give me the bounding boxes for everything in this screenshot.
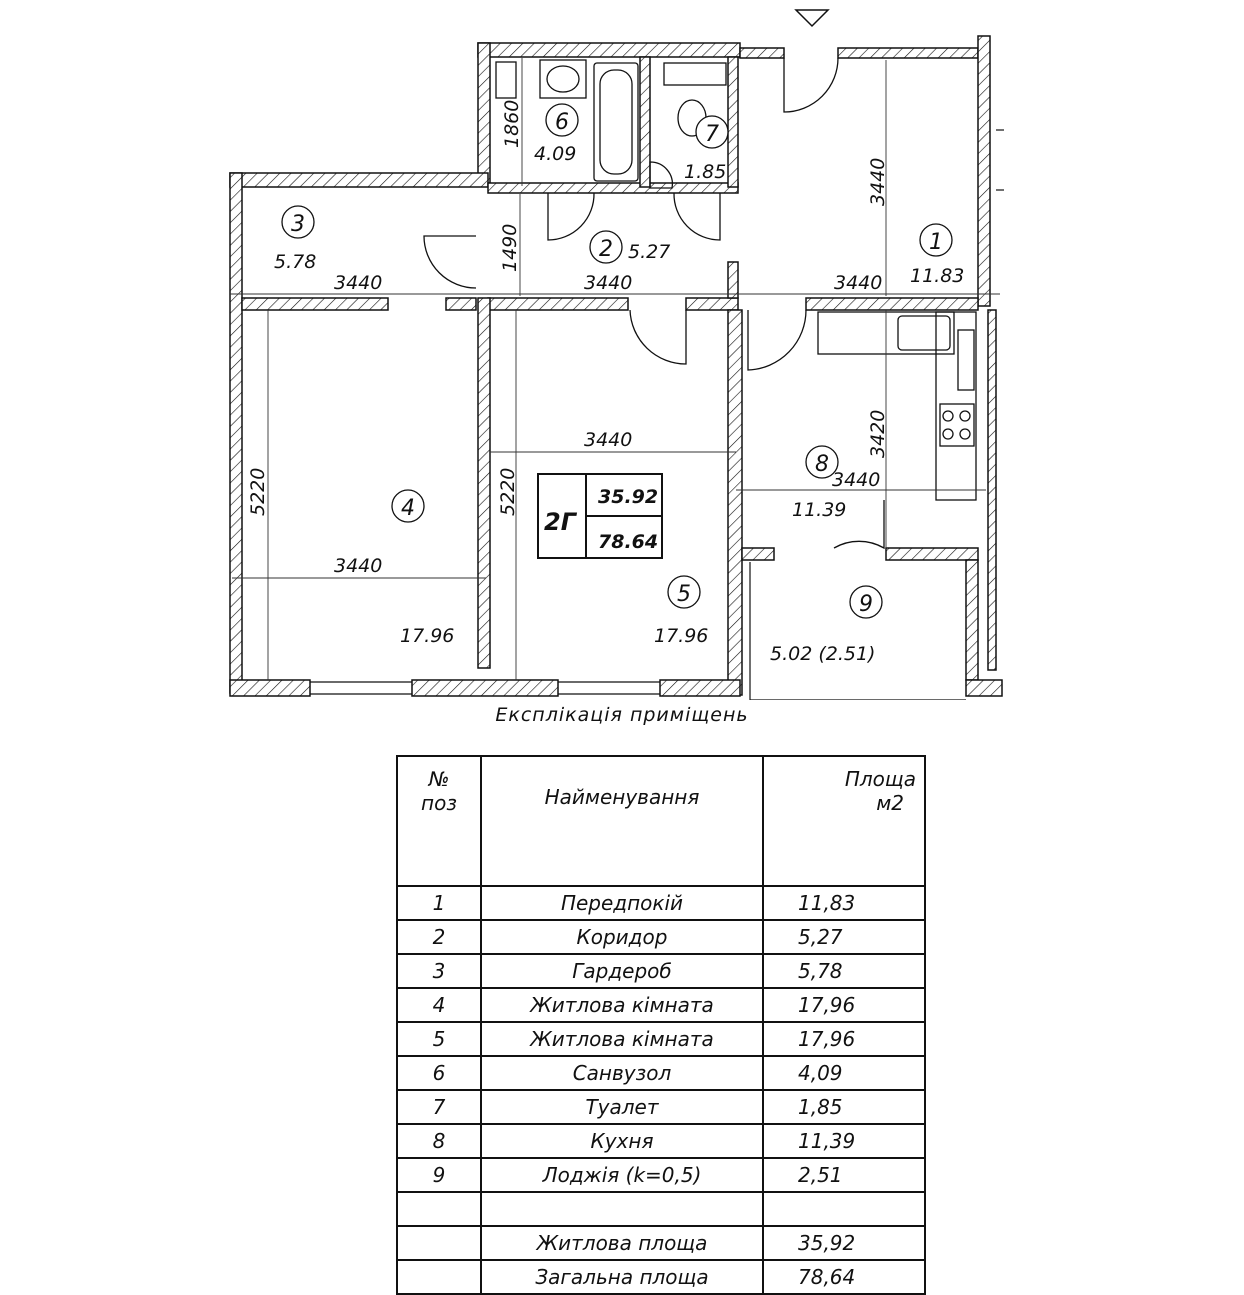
legend-pos: 3 — [396, 953, 482, 989]
floor-plan: 2Г 35.92 78.64 1 2 3 4 5 6 7 8 9 11.83 5… — [229, 9, 1004, 700]
summary-area: 78,64 — [762, 1259, 926, 1295]
stamp-living-area: 35.92 — [598, 486, 658, 508]
room-number-2: 2 — [599, 237, 613, 262]
legend-caption: Експлікація приміщень — [495, 704, 749, 726]
room-number-6: 6 — [555, 110, 569, 135]
legend-area: 17,96 — [762, 1021, 926, 1057]
legend-name: Житлова кімната — [480, 1021, 764, 1057]
legend-area: 1,85 — [762, 1089, 926, 1125]
legend-name: Санвузол — [480, 1055, 764, 1091]
header-area-line2: м2 — [876, 791, 904, 815]
stamp-type: 2Г — [544, 508, 578, 536]
entrance-arrow-icon — [794, 9, 830, 28]
legend-area: 11,39 — [762, 1123, 926, 1159]
room-area-4: 17.96 — [400, 625, 454, 647]
room-number-7: 7 — [705, 122, 719, 147]
legend-pos: 7 — [396, 1089, 482, 1125]
room-area-1: 11.83 — [910, 265, 964, 287]
stamp-total-area: 78.64 — [598, 531, 658, 553]
header-area: Площа м2 — [762, 755, 926, 887]
summary-name: Загальна площа — [480, 1259, 764, 1295]
fixtures — [495, 59, 977, 501]
legend-name: Кухня — [480, 1123, 764, 1159]
legend-name: Передпокій — [480, 885, 764, 921]
legend-area: 17,96 — [762, 987, 926, 1023]
room-area-2: 5.27 — [628, 241, 670, 263]
windows — [310, 129, 1004, 700]
dimension-label: 3440 — [584, 272, 632, 294]
room-number-9: 9 — [859, 592, 873, 617]
dimension-lines — [230, 58, 1000, 680]
legend-empty-row — [396, 1191, 926, 1227]
room-markers — [281, 103, 953, 619]
dimension-label: 3440 — [867, 158, 889, 206]
room-area-6: 4.09 — [534, 143, 576, 165]
legend-pos: 9 — [396, 1157, 482, 1193]
room-area-7: 1.85 — [684, 161, 726, 183]
dimension-label: 3440 — [832, 469, 880, 491]
legend-area: 5,78 — [762, 953, 926, 989]
dimension-label: 3440 — [584, 429, 632, 451]
header-pos: № поз — [396, 755, 482, 887]
room-area-8: 11.39 — [792, 499, 846, 521]
dimension-label: 3440 — [334, 555, 382, 577]
dimension-label: 3440 — [334, 272, 382, 294]
dimension-label: 3440 — [834, 272, 882, 294]
header-pos-line2: поз — [421, 791, 457, 815]
legend-pos: 1 — [396, 885, 482, 921]
dimension-label: 3420 — [867, 410, 889, 458]
legend-summary-row: Житлова площа 35,92 — [396, 1225, 926, 1261]
header-area-line1: Площа — [844, 767, 916, 791]
legend-pos: 4 — [396, 987, 482, 1023]
room-area-3: 5.78 — [274, 251, 316, 273]
legend-name: Житлова кімната — [480, 987, 764, 1023]
doors — [423, 57, 885, 550]
dimension-label: 1490 — [499, 224, 521, 272]
legend-name: Лоджія (k=0,5) — [480, 1157, 764, 1193]
legend-area: 4,09 — [762, 1055, 926, 1091]
legend-summary-row: Загальна площа 78,64 — [396, 1259, 926, 1295]
room-number-3: 3 — [291, 212, 305, 237]
header-pos-line1: № — [428, 767, 450, 791]
legend-header-row: № поз Найменування Площа м2 — [396, 755, 926, 887]
legend-area: 2,51 — [762, 1157, 926, 1193]
legend-pos: 2 — [396, 919, 482, 955]
dimension-label: 5220 — [247, 468, 269, 516]
header-name: Найменування — [480, 755, 764, 887]
dimension-label: 1860 — [501, 100, 523, 148]
summary-area: 35,92 — [762, 1225, 926, 1261]
room-number-4: 4 — [401, 496, 415, 521]
room-area-9: 5.02 (2.51) — [770, 643, 875, 665]
legend-area: 11,83 — [762, 885, 926, 921]
legend-area: 5,27 — [762, 919, 926, 955]
room-area-5: 17.96 — [654, 625, 708, 647]
legend-name: Туалет — [480, 1089, 764, 1125]
apartment-stamp — [537, 473, 663, 559]
legend-pos: 6 — [396, 1055, 482, 1091]
room-number-8: 8 — [815, 452, 829, 477]
dimension-label: 5220 — [497, 468, 519, 516]
legend-name: Гардероб — [480, 953, 764, 989]
legend-pos: 8 — [396, 1123, 482, 1159]
walls — [229, 35, 1003, 697]
legend-pos: 5 — [396, 1021, 482, 1057]
room-number-1: 1 — [929, 230, 943, 255]
room-number-5: 5 — [677, 582, 691, 607]
summary-name: Житлова площа — [480, 1225, 764, 1261]
legend-name: Коридор — [480, 919, 764, 955]
